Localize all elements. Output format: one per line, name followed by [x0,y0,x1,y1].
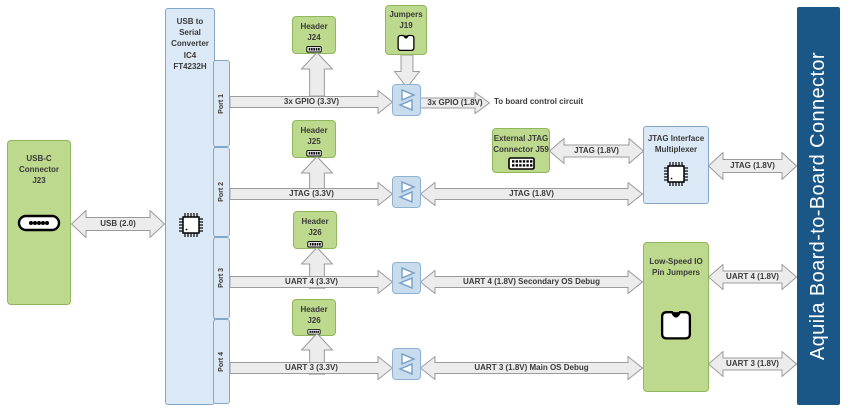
level-shifter-3 [392,262,421,294]
arrow-jtag-1v8-mid-label: JTAG (1.8V) [509,189,554,199]
chip-icon [664,162,688,187]
low-speed-io-box: Low-Speed IO Pin Jumpers [643,242,709,392]
arrow-to-header-j26-uart3 [301,333,333,375]
header-j24-box: Header J24 [292,16,336,54]
level-shifter-icon [397,89,416,111]
level-shifter-icon [397,267,416,289]
arrow-uart4-3v3-label: UART 4 (3.3V) [285,277,338,287]
header-j24-label: Header J24 [300,22,328,43]
arrow-usb-2-0-label: USB (2.0) [100,219,136,229]
jtag-mux-box: JTAG Interface Multiplexer [643,126,709,204]
arrow-to-header-j25 [301,156,333,198]
arrow-jtag-1v8-b2b: JTAG (1.8V) [708,152,797,180]
arrow-gpio-1v8-label: 3x GPIO (1.8V) [427,98,483,108]
jtag-mux-label: JTAG Interface Multiplexer [647,134,705,155]
arrow-uart4-3v3: UART 4 (3.3V) [230,270,393,294]
usb-serial-converter-box: USB to Serial Converter IC4 FT4232H [165,8,215,405]
usb-c-label: USB-C Connector J23 [19,154,59,186]
aquila-connector-label: Aquila Board-to-Board Connector [807,51,829,361]
header-j25-box: Header J25 [292,120,336,158]
header-j26-uart3-box: Header J26 [292,299,336,336]
usb-c-connector-box: USB-C Connector J23 [7,140,71,305]
arrow-jtag-1v8-shifter-mux: JTAG (1.8V) [420,182,643,206]
arrow-gpio-1v8: 3x GPIO (1.8V) [420,92,490,114]
header-j25-label: Header J25 [300,126,328,147]
jumpers-j19-box: Jumpers J19 [385,5,427,55]
jtag-header-icon [507,157,535,171]
port-4-label: Port 4 [217,351,225,372]
arrow-uart4-1v8-b2b-label: UART 4 (1.8V) [726,272,779,282]
arrow-uart3-3v3: UART 3 (3.3V) [230,356,393,380]
arrow-jtag-3v3-label: JTAG (3.3V) [289,189,334,199]
port-1-tab: Port 1 [213,60,230,147]
board-control-text: To board control circuit [494,97,584,106]
port-4-tab: Port 4 [213,319,230,404]
level-shifter-2 [392,176,421,208]
jumper-icon [397,35,415,52]
arrow-from-jumpers-j19 [394,55,420,88]
arrow-uart3-1v8-b2b: UART 3 (1.8V) [708,351,797,377]
arrow-uart3-1v8-b2b-label: UART 3 (1.8V) [726,359,779,369]
level-shifter-1 [392,84,421,116]
arrow-uart4-1v8-debug: UART 4 (1.8V) Secondary OS Debug [420,270,643,294]
port-2-label: Port 2 [217,182,225,202]
aquila-connector-bar: Aquila Board-to-Board Connector [797,7,840,405]
arrow-gpio-3v3: 3x GPIO (3.3V) [230,90,393,114]
port-1-label: Port 1 [217,93,225,114]
external-jtag-connector-box: External JTAG Connector J59 [492,128,550,173]
pin-header-icon [306,150,322,157]
arrow-jtag-1v8-ext: JTAG (1.8V) [549,138,644,164]
pin-header-icon [306,46,322,53]
arrow-to-header-j24 [301,52,333,96]
usb-c-port-icon [17,214,61,231]
converter-label: USB to Serial Converter IC4 FT4232H [171,17,209,71]
header-j26-uart4-label: Header J26 [301,217,329,238]
port-3-tab: Port 3 [213,237,230,319]
port-3-label: Port 3 [217,268,225,288]
arrow-uart3-3v3-label: UART 3 (3.3V) [285,363,338,373]
arrow-uart4-1v8-debug-label: UART 4 (1.8V) Secondary OS Debug [463,277,600,287]
arrow-jtag-1v8-b2b-label: JTAG (1.8V) [730,161,775,171]
low-speed-io-label: Low-Speed IO Pin Jumpers [649,257,703,278]
header-j26-uart4-box: Header J26 [293,211,337,249]
arrow-uart4-1v8-b2b: UART 4 (1.8V) [708,264,797,290]
jumper-icon [660,311,692,340]
pin-header-icon [307,241,323,248]
level-shifter-icon [397,353,416,375]
chip-icon [179,213,203,237]
arrow-jtag-3v3: JTAG (3.3V) [230,182,393,206]
arrow-gpio-3v3-label: 3x GPIO (3.3V) [283,97,340,107]
external-jtag-label: External JTAG Connector J59 [493,134,549,155]
arrow-uart3-1v8-debug-label: UART 3 (1.8V) Main OS Debug [474,363,589,373]
header-j26-uart3-label: Header J26 [300,305,328,326]
arrow-to-header-j26-uart4 [301,247,333,289]
arrow-jtag-1v8-ext-label: JTAG (1.8V) [574,146,619,156]
level-shifter-4 [392,348,421,380]
arrow-uart3-1v8-debug: UART 3 (1.8V) Main OS Debug [420,356,643,380]
level-shifter-icon [397,181,416,203]
jumpers-j19-label: Jumpers J19 [389,10,423,31]
port-2-tab: Port 2 [213,147,230,237]
arrow-usb-2-0: USB (2.0) [71,210,165,238]
